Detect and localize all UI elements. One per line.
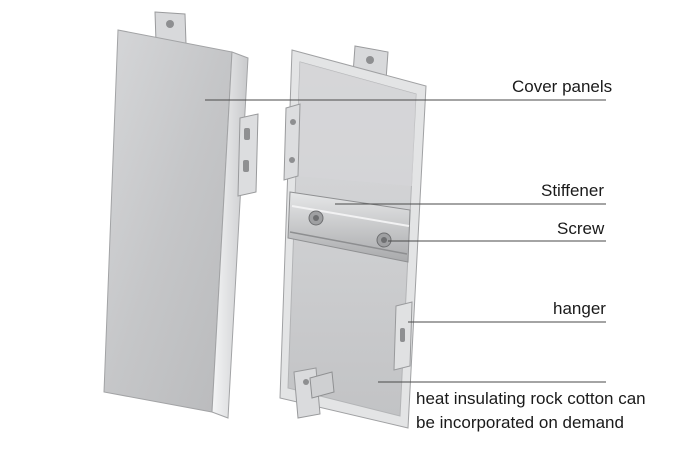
label-insulation-line2: be incorporated on demand	[416, 413, 624, 432]
hanger-hole-icon	[289, 157, 295, 163]
label-hanger: hanger	[553, 299, 606, 318]
label-stiffener: Stiffener	[541, 181, 605, 200]
screw-icon	[376, 232, 392, 248]
hanger-hole-icon	[303, 379, 309, 385]
panel-face	[103, 29, 233, 413]
leader-lines	[205, 99, 606, 383]
label-screw: Screw	[557, 219, 605, 238]
side-hanger-tray-left	[283, 103, 301, 181]
screw-icon	[308, 210, 324, 226]
hanger-slot	[400, 328, 405, 342]
hanger-hole-icon	[290, 119, 296, 125]
side-hanger-slot	[243, 160, 249, 172]
tab-hole-icon	[366, 56, 374, 64]
bottom-hanger-clip	[309, 371, 335, 399]
side-hanger-slot	[244, 128, 250, 140]
label-insulation-line1: heat insulating rock cotton can	[416, 389, 646, 408]
label-cover-panels: Cover panels	[512, 77, 613, 96]
cover-panel-front	[103, 11, 259, 419]
cover-panel-tray	[279, 45, 427, 429]
tab-hole-icon	[166, 20, 174, 28]
side-hanger-left	[237, 113, 259, 197]
